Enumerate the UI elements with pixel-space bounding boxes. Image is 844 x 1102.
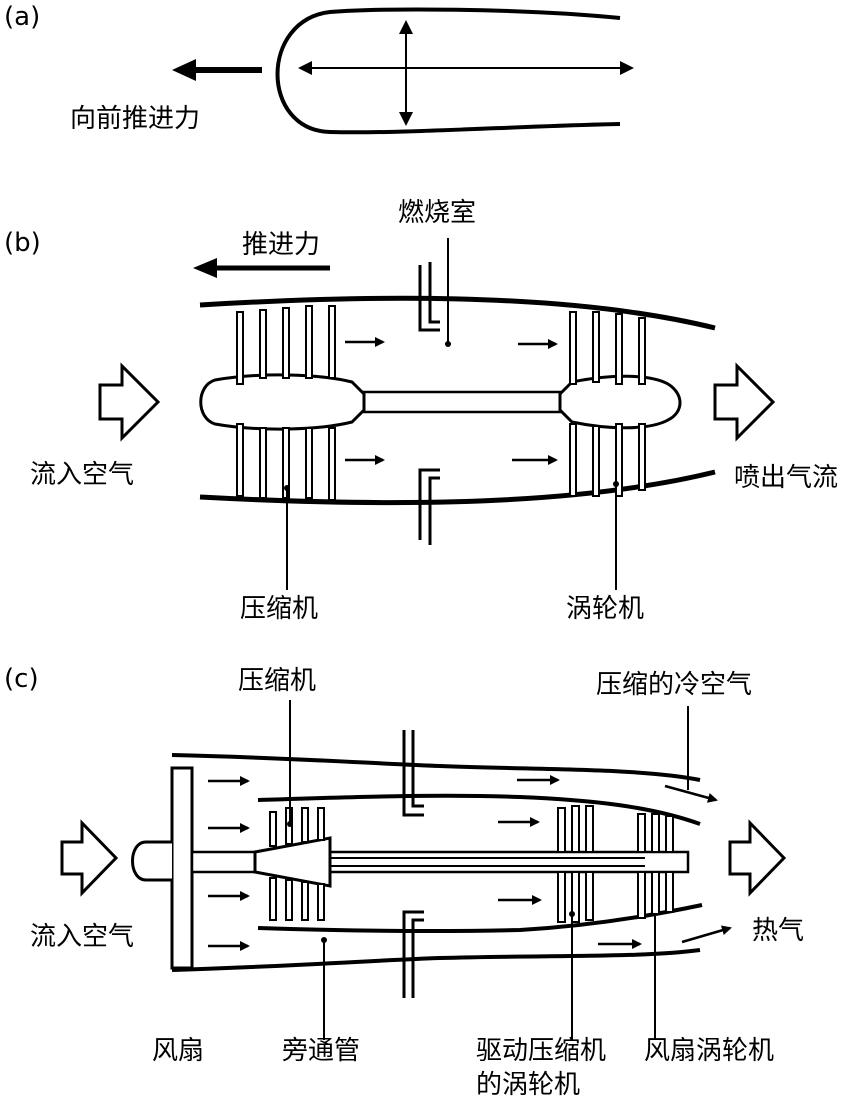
- panel-a-balloon: [275, 7, 634, 135]
- panel-b-rotor: [199, 373, 682, 431]
- panel-b-inlet-arrow: [98, 362, 161, 442]
- panel-c-compressor-label: 压缩机: [238, 666, 317, 696]
- panel-b-flow-arrows: [345, 337, 558, 465]
- panel-a-thrust-arrow: [172, 59, 262, 81]
- panel-c-drive-turbine-blades: [557, 805, 594, 1040]
- panel-b-outlet-label: 喷出气流: [734, 463, 839, 493]
- panel-a-tag: (a): [4, 2, 41, 32]
- panel-c-shaft: [190, 836, 690, 888]
- panel-c-combustor-walls: [402, 730, 424, 998]
- panel-c-inlet-arrow: [60, 819, 119, 897]
- panel-b-thrust-arrow: [193, 258, 330, 278]
- panel-c-fan-turbine-blades: [637, 813, 674, 1040]
- panel-c-drive-turbine-label: 驱动压缩机的涡轮机: [476, 1036, 607, 1100]
- panel-b-inlet-label: 流入空气: [30, 460, 135, 490]
- panel-b-turbine-blades: [569, 311, 646, 590]
- panel-c-fan-label: 风扇: [152, 1036, 205, 1066]
- panel-c-compressor-blades: [269, 700, 325, 921]
- panel-c-hot-air-label: 热气: [752, 916, 805, 946]
- panel-c-fan: [131, 766, 194, 970]
- panel-b-tag: (b): [4, 228, 41, 258]
- panel-c-outer-casing: [171, 753, 701, 972]
- panel-c-inlet-label: 流入空气: [30, 922, 135, 952]
- panel-b-combustion-label: 燃烧室: [398, 198, 477, 228]
- panel-c-bypass-label: 旁通管: [282, 1036, 361, 1066]
- panel-c-tag: (c): [4, 664, 39, 694]
- panel-b-compressor-blades: [236, 305, 336, 590]
- panel-b-casing: [199, 295, 716, 506]
- panel-b-turbine-label: 涡轮机: [566, 594, 645, 624]
- panel-c-leader-lines: [321, 706, 689, 1040]
- panel-b-outlet-arrow: [713, 362, 776, 442]
- panel-b-combustor-walls: [418, 238, 451, 545]
- panel-c-cold-air-label: 压缩的冷空气: [596, 670, 753, 700]
- panel-a-thrust-label: 向前推进力: [70, 104, 201, 134]
- panel-b-thrust-label: 推进力: [242, 230, 321, 260]
- panel-b-compressor-label: 压缩机: [240, 594, 319, 624]
- panel-c-outlet-arrow: [728, 819, 787, 897]
- panel-c-fan-turbine-label: 风扇涡轮机: [644, 1036, 775, 1066]
- panel-c-flow-arrows: [208, 775, 732, 951]
